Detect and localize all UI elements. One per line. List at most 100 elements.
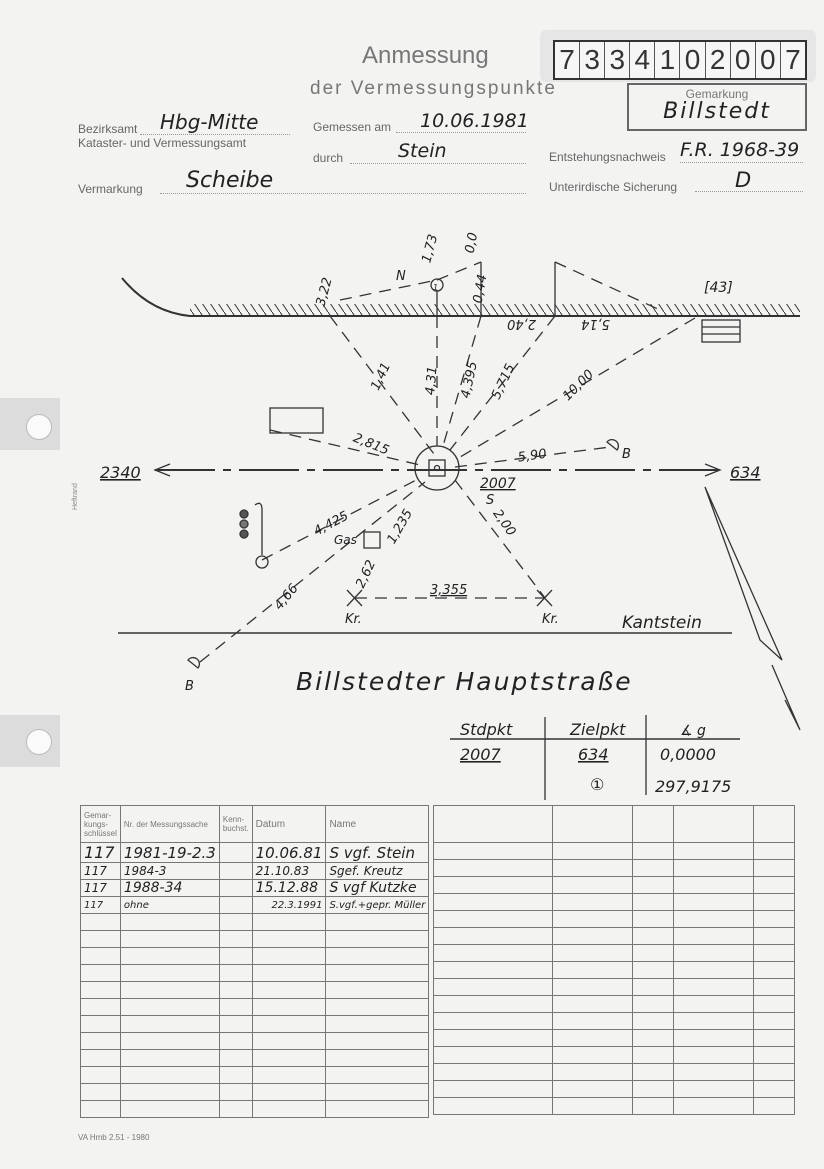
table-cell bbox=[673, 944, 754, 962]
table-row-empty bbox=[80, 930, 430, 948]
table-cell bbox=[753, 1046, 795, 1064]
table-cell bbox=[80, 964, 121, 982]
table-cell bbox=[753, 910, 795, 928]
table-cell bbox=[80, 930, 121, 948]
b-marker-icon bbox=[187, 656, 201, 669]
table-cell bbox=[632, 944, 674, 962]
table-cell bbox=[251, 1049, 327, 1067]
table-cell bbox=[632, 961, 674, 979]
table-cell bbox=[433, 876, 553, 894]
table-cell bbox=[251, 998, 327, 1016]
table-cell bbox=[119, 1100, 220, 1118]
measurement-label: 0,0 bbox=[463, 231, 481, 254]
table-cell bbox=[80, 981, 121, 999]
table-cell bbox=[80, 1083, 121, 1101]
measurement-label: 2,00 bbox=[490, 507, 519, 539]
table-cell: 117 bbox=[80, 862, 121, 880]
table-cell bbox=[433, 1063, 553, 1081]
table-cell bbox=[218, 842, 253, 863]
measurement-label: 3,22 bbox=[314, 276, 336, 308]
table-cell bbox=[632, 859, 674, 877]
table-cell bbox=[218, 1049, 253, 1067]
table-cell bbox=[753, 842, 795, 860]
vermarkung-label: Vermarkung bbox=[78, 182, 143, 196]
table-cell bbox=[753, 1080, 795, 1098]
table-row-empty bbox=[433, 1012, 795, 1030]
station-mark-label: S bbox=[486, 493, 494, 508]
table-cell: S.vgf.+gepr. Müller bbox=[325, 896, 430, 914]
sicherung-label: Unterirdische Sicherung bbox=[549, 180, 678, 194]
kataster-label: Kataster- und Vermessungsamt bbox=[78, 136, 247, 150]
table-cell bbox=[433, 944, 553, 962]
table-cell bbox=[218, 930, 253, 948]
table-row-empty bbox=[433, 927, 795, 945]
table-cell bbox=[80, 1032, 121, 1050]
arrow-left-icon bbox=[153, 463, 171, 477]
table-cell bbox=[673, 1012, 754, 1030]
table-cell bbox=[218, 998, 253, 1016]
table-cell bbox=[552, 1063, 633, 1081]
table-cell bbox=[673, 910, 754, 928]
table-cell bbox=[753, 876, 795, 894]
table-cell bbox=[251, 1015, 327, 1033]
table-cell bbox=[433, 910, 553, 928]
table-cell bbox=[632, 978, 674, 996]
table-cell bbox=[552, 1029, 633, 1047]
table-cell bbox=[119, 981, 220, 999]
table-cell bbox=[325, 1015, 430, 1033]
station-circle bbox=[414, 445, 460, 491]
table-cell bbox=[552, 1097, 633, 1115]
table-cell bbox=[119, 1083, 220, 1101]
table-cell bbox=[632, 910, 674, 928]
traffic-light-pole bbox=[254, 502, 263, 555]
orientation-cell: 297,9175 bbox=[655, 777, 731, 796]
table-cell bbox=[218, 913, 253, 931]
record-table-continuation bbox=[433, 805, 795, 1115]
page-subtitle: der Vermessungspunkte bbox=[310, 78, 557, 99]
punch-hole bbox=[26, 729, 52, 755]
table-cell bbox=[753, 893, 795, 911]
table-cell bbox=[673, 859, 754, 877]
orientation-header: Zielpkt bbox=[569, 720, 626, 739]
gas-label: Gas bbox=[334, 533, 357, 547]
tie-lines bbox=[199, 261, 696, 663]
table-cell bbox=[753, 1063, 795, 1081]
table-cell bbox=[80, 913, 121, 931]
bezirksamt-value: Hbg-Mitte bbox=[160, 110, 259, 134]
record-table-header: Gemar-kungs-schlüssel Nr. der Messungssa… bbox=[80, 805, 430, 843]
table-row-empty bbox=[80, 981, 430, 999]
bezirksamt-label: Bezirksamt bbox=[78, 122, 138, 136]
table-cell bbox=[433, 961, 553, 979]
north-arrow-icon bbox=[704, 486, 783, 661]
table-cell: 1988-34 bbox=[119, 879, 220, 897]
table-cell bbox=[251, 1032, 327, 1050]
table-cell bbox=[552, 859, 633, 877]
table-cell bbox=[673, 842, 754, 860]
table-cell bbox=[552, 893, 633, 911]
page-title: Anmessung bbox=[362, 42, 489, 69]
orientation-header: ∡ g bbox=[680, 723, 706, 739]
point-number-box: 7 3 3 4 1 0 2 0 0 7 bbox=[553, 40, 807, 80]
table-cell bbox=[552, 876, 633, 894]
table-cell: 21.10.83 bbox=[251, 862, 327, 880]
table-cell bbox=[218, 879, 253, 897]
digit: 3 bbox=[605, 42, 631, 78]
measurement-label: 5,715 bbox=[489, 362, 518, 402]
table-row-empty bbox=[433, 995, 795, 1013]
digit: 3 bbox=[580, 42, 606, 78]
table-cell bbox=[552, 1012, 633, 1030]
table-cell bbox=[251, 947, 327, 965]
table-cell bbox=[325, 964, 430, 982]
table-cell bbox=[433, 995, 553, 1013]
digit: 4 bbox=[630, 42, 656, 78]
table-cell bbox=[251, 913, 327, 931]
north-label: N bbox=[396, 269, 406, 284]
table-cell bbox=[433, 1029, 553, 1047]
table-row-empty bbox=[80, 1032, 430, 1050]
table-cell: 117 bbox=[80, 896, 121, 914]
table-cell bbox=[325, 981, 430, 999]
table-row-empty bbox=[80, 998, 430, 1016]
table-cell bbox=[218, 981, 253, 999]
table-cell bbox=[632, 1029, 674, 1047]
